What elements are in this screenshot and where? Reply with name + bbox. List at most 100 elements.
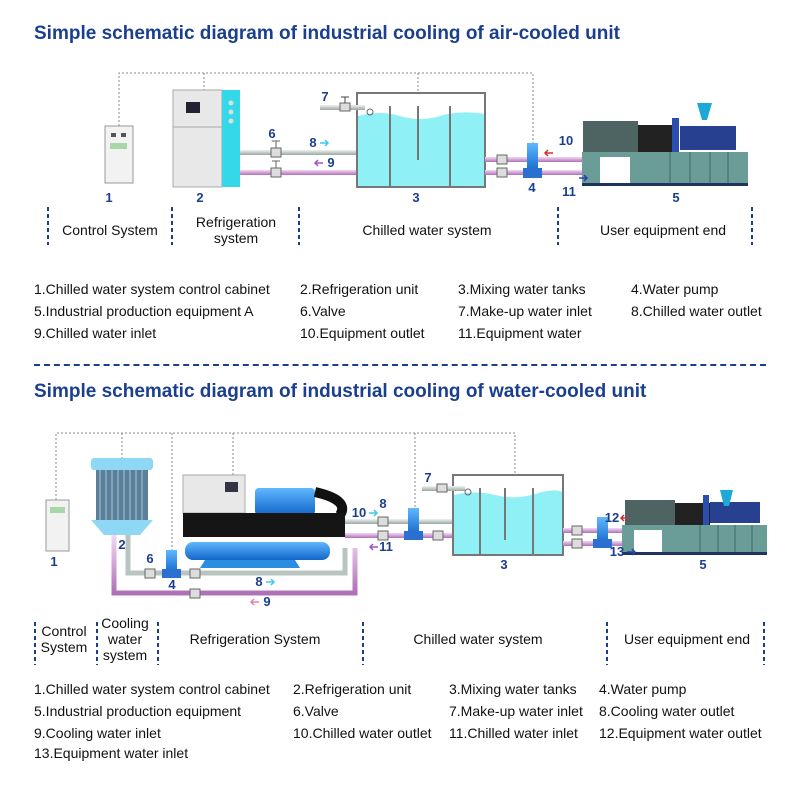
section-chilled: Chilled water system bbox=[362, 222, 491, 238]
chilled-inlet-pipe bbox=[345, 533, 455, 538]
valve-icon bbox=[496, 154, 508, 178]
legend-item: 9.Chilled water inlet bbox=[34, 325, 157, 341]
label-3: 3 bbox=[500, 557, 507, 572]
arrow-left-icon bbox=[543, 149, 553, 157]
label-6: 6 bbox=[146, 551, 153, 566]
label-4: 4 bbox=[168, 577, 176, 592]
label-5: 5 bbox=[699, 557, 706, 572]
section-control-1: Control bbox=[41, 623, 86, 639]
flow-arrows bbox=[249, 509, 637, 606]
legend-item: 12.Equipment water outlet bbox=[599, 725, 762, 741]
control-signal-lines bbox=[55, 432, 516, 550]
make-up-inlet bbox=[320, 96, 374, 116]
water-pump-icon bbox=[593, 517, 612, 548]
control-signal-lines bbox=[118, 72, 534, 143]
legend-item: 11.Equipment water bbox=[458, 325, 582, 341]
label-8: 8 bbox=[309, 135, 316, 150]
section-refrigeration: Refrigeration System bbox=[190, 631, 321, 647]
section-divider bbox=[34, 364, 766, 366]
air-cooled-diagram: 1 2 3 4 5 6 7 8 9 10 11 Control System R… bbox=[47, 72, 753, 246]
water-cooled-chiller bbox=[182, 474, 348, 568]
label-1: 1 bbox=[50, 554, 57, 569]
legend-item: 2.Refrigeration unit bbox=[300, 281, 419, 297]
arrow-right-icon bbox=[266, 578, 276, 586]
water-pump-icon bbox=[523, 143, 542, 178]
refrigeration-unit bbox=[172, 89, 240, 188]
control-cabinet bbox=[45, 499, 70, 552]
label-9: 9 bbox=[263, 594, 270, 609]
valve-icon bbox=[377, 516, 444, 541]
chilled-outlet-pipe bbox=[345, 519, 455, 524]
arrow-right-icon bbox=[627, 548, 637, 556]
cooling-inlet-pipe bbox=[111, 535, 358, 596]
section-cooling-1: Cooling bbox=[101, 615, 148, 631]
label-13: 13 bbox=[610, 544, 624, 559]
valve-icon bbox=[144, 568, 201, 599]
control-cabinet bbox=[104, 125, 134, 184]
cooling-tower bbox=[91, 458, 153, 535]
air-cooled-title: Simple schematic diagram of industrial c… bbox=[34, 23, 620, 44]
water-pump-icon bbox=[404, 508, 423, 540]
chilled-outlet-pipe bbox=[240, 150, 357, 155]
legend-item: 4.Water pump bbox=[631, 281, 719, 297]
water-cooled-diagram: 1 2 3 4 5 6 7 8 9 10 8 11 12 13 Control … bbox=[34, 432, 767, 665]
legend-item: 7.Make-up water inlet bbox=[449, 703, 583, 719]
legend-item: 10.Equipment outlet bbox=[300, 325, 425, 341]
arrow-left-icon bbox=[619, 514, 629, 522]
chilled-inlet-pipe bbox=[240, 170, 357, 175]
arrow-left-icon bbox=[249, 598, 259, 606]
mixing-water-tank bbox=[452, 474, 564, 556]
label-8-chilled: 8 bbox=[379, 496, 386, 511]
label-6: 6 bbox=[268, 126, 275, 141]
arrow-left-icon bbox=[368, 543, 378, 551]
valve-icon bbox=[571, 525, 583, 549]
label-7: 7 bbox=[321, 89, 328, 104]
section-cooling-3: system bbox=[103, 647, 147, 663]
arrow-right-icon bbox=[320, 139, 330, 147]
legend-item: 6.Valve bbox=[293, 703, 339, 719]
label-7: 7 bbox=[424, 470, 431, 485]
legend-item: 10.Chilled water outlet bbox=[293, 725, 432, 741]
legend-item: 7.Make-up water inlet bbox=[458, 303, 592, 319]
section-user: User equipment end bbox=[600, 222, 726, 238]
legend-item: 3.Mixing water tanks bbox=[449, 681, 577, 697]
section-control-2: System bbox=[41, 639, 88, 655]
label-2: 2 bbox=[118, 537, 125, 552]
legend-item: 11.Chilled water inlet bbox=[449, 725, 578, 741]
legend-item: 1.Chilled water system control cabinet bbox=[34, 281, 270, 297]
label-9: 9 bbox=[327, 155, 334, 170]
arrow-right-icon bbox=[579, 174, 589, 182]
make-up-inlet bbox=[422, 483, 472, 496]
label-10: 10 bbox=[559, 133, 573, 148]
arrow-right-icon bbox=[369, 509, 379, 517]
legend-item: 8.Chilled water outlet bbox=[631, 303, 762, 319]
legend-item: 5.Industrial production equipment A bbox=[34, 303, 254, 319]
legend-item: 8.Cooling water outlet bbox=[599, 703, 735, 719]
section-user: User equipment end bbox=[624, 631, 750, 647]
section-control: Control System bbox=[62, 222, 158, 238]
legend-item: 5.Industrial production equipment bbox=[34, 703, 242, 719]
label-11: 11 bbox=[379, 539, 393, 554]
water-pump-icon bbox=[162, 550, 181, 578]
injection-molding-machine bbox=[622, 490, 767, 555]
section-cooling-2: water bbox=[107, 631, 143, 647]
mixing-water-tank bbox=[356, 92, 486, 188]
cooling-outlet-pipe bbox=[125, 535, 348, 576]
section-refrigeration-1: Refrigeration bbox=[196, 214, 276, 230]
legend-item: 4.Water pump bbox=[599, 681, 687, 697]
valve-icon bbox=[270, 140, 282, 178]
label-1: 1 bbox=[105, 190, 112, 205]
label-3: 3 bbox=[412, 190, 419, 205]
legend-item: 2.Refrigeration unit bbox=[293, 681, 412, 697]
legend-item: 9.Cooling water inlet bbox=[34, 725, 161, 741]
label-4: 4 bbox=[528, 180, 536, 195]
arrow-left-icon bbox=[313, 159, 323, 167]
injection-molding-machine bbox=[582, 103, 748, 186]
legend-item: 3.Mixing water tanks bbox=[458, 281, 586, 297]
label-11: 11 bbox=[562, 184, 576, 199]
equipment-water-outlet-pipe bbox=[563, 528, 623, 533]
section-refrigeration-2: system bbox=[214, 230, 258, 246]
legend-item: 6.Valve bbox=[300, 303, 346, 319]
label-5: 5 bbox=[672, 190, 679, 205]
